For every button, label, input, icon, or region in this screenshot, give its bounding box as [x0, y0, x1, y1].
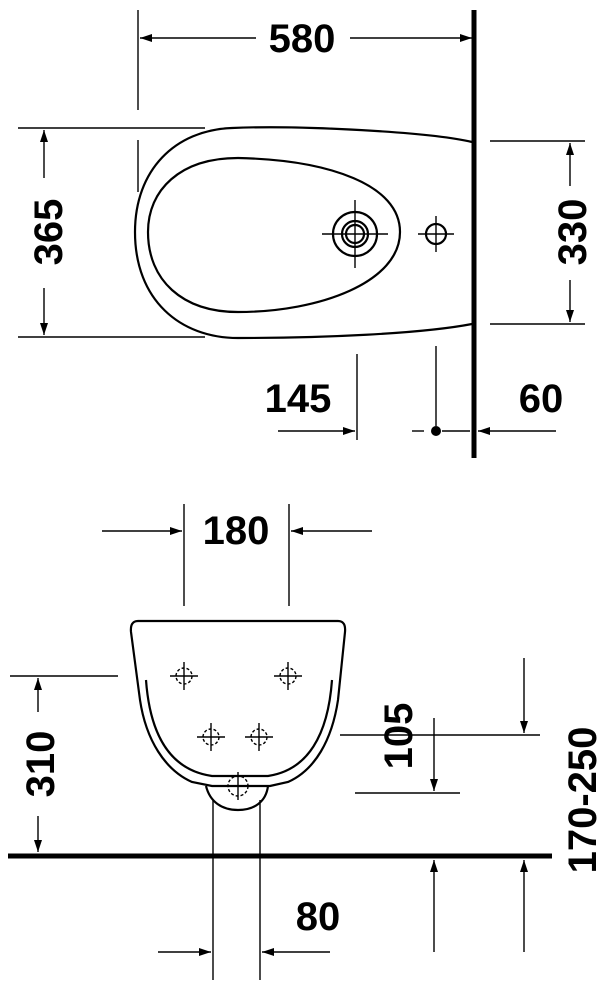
front-view: 180 310 105 170-250 80: [8, 504, 605, 980]
fixing-mark-upper-right: [274, 662, 302, 690]
front-siphon: [204, 785, 270, 812]
top-view: 580 365 330 145 60: [18, 10, 595, 458]
fixing-mark-upper-left: [170, 662, 198, 690]
fixing-mark-lower-left: [197, 723, 225, 751]
dim-80-label: 80: [296, 895, 341, 939]
dim-180-label: 180: [203, 509, 270, 553]
top-tap-hole: [322, 200, 388, 268]
dim-drain-dot: [431, 426, 441, 436]
dim-145-label: 145: [265, 377, 332, 421]
fixing-mark-lower-right: [245, 723, 273, 751]
dim-310-label: 310: [19, 731, 63, 798]
top-bowl-outline: [133, 126, 473, 340]
dim-170-250-label: 170-250: [561, 727, 605, 874]
front-bowl-outline: [129, 619, 347, 788]
dim-365-label: 365: [27, 199, 71, 266]
dim-105-label: 105: [377, 703, 421, 770]
dim-60-label: 60: [519, 377, 564, 421]
top-bowl-inner-rim: [146, 156, 402, 314]
dim-580-label: 580: [269, 17, 336, 61]
top-drain-mark: [418, 216, 454, 252]
front-siphon-center: [224, 772, 252, 800]
front-bowl-inner: [144, 679, 334, 778]
dim-330-label: 330: [551, 199, 595, 266]
